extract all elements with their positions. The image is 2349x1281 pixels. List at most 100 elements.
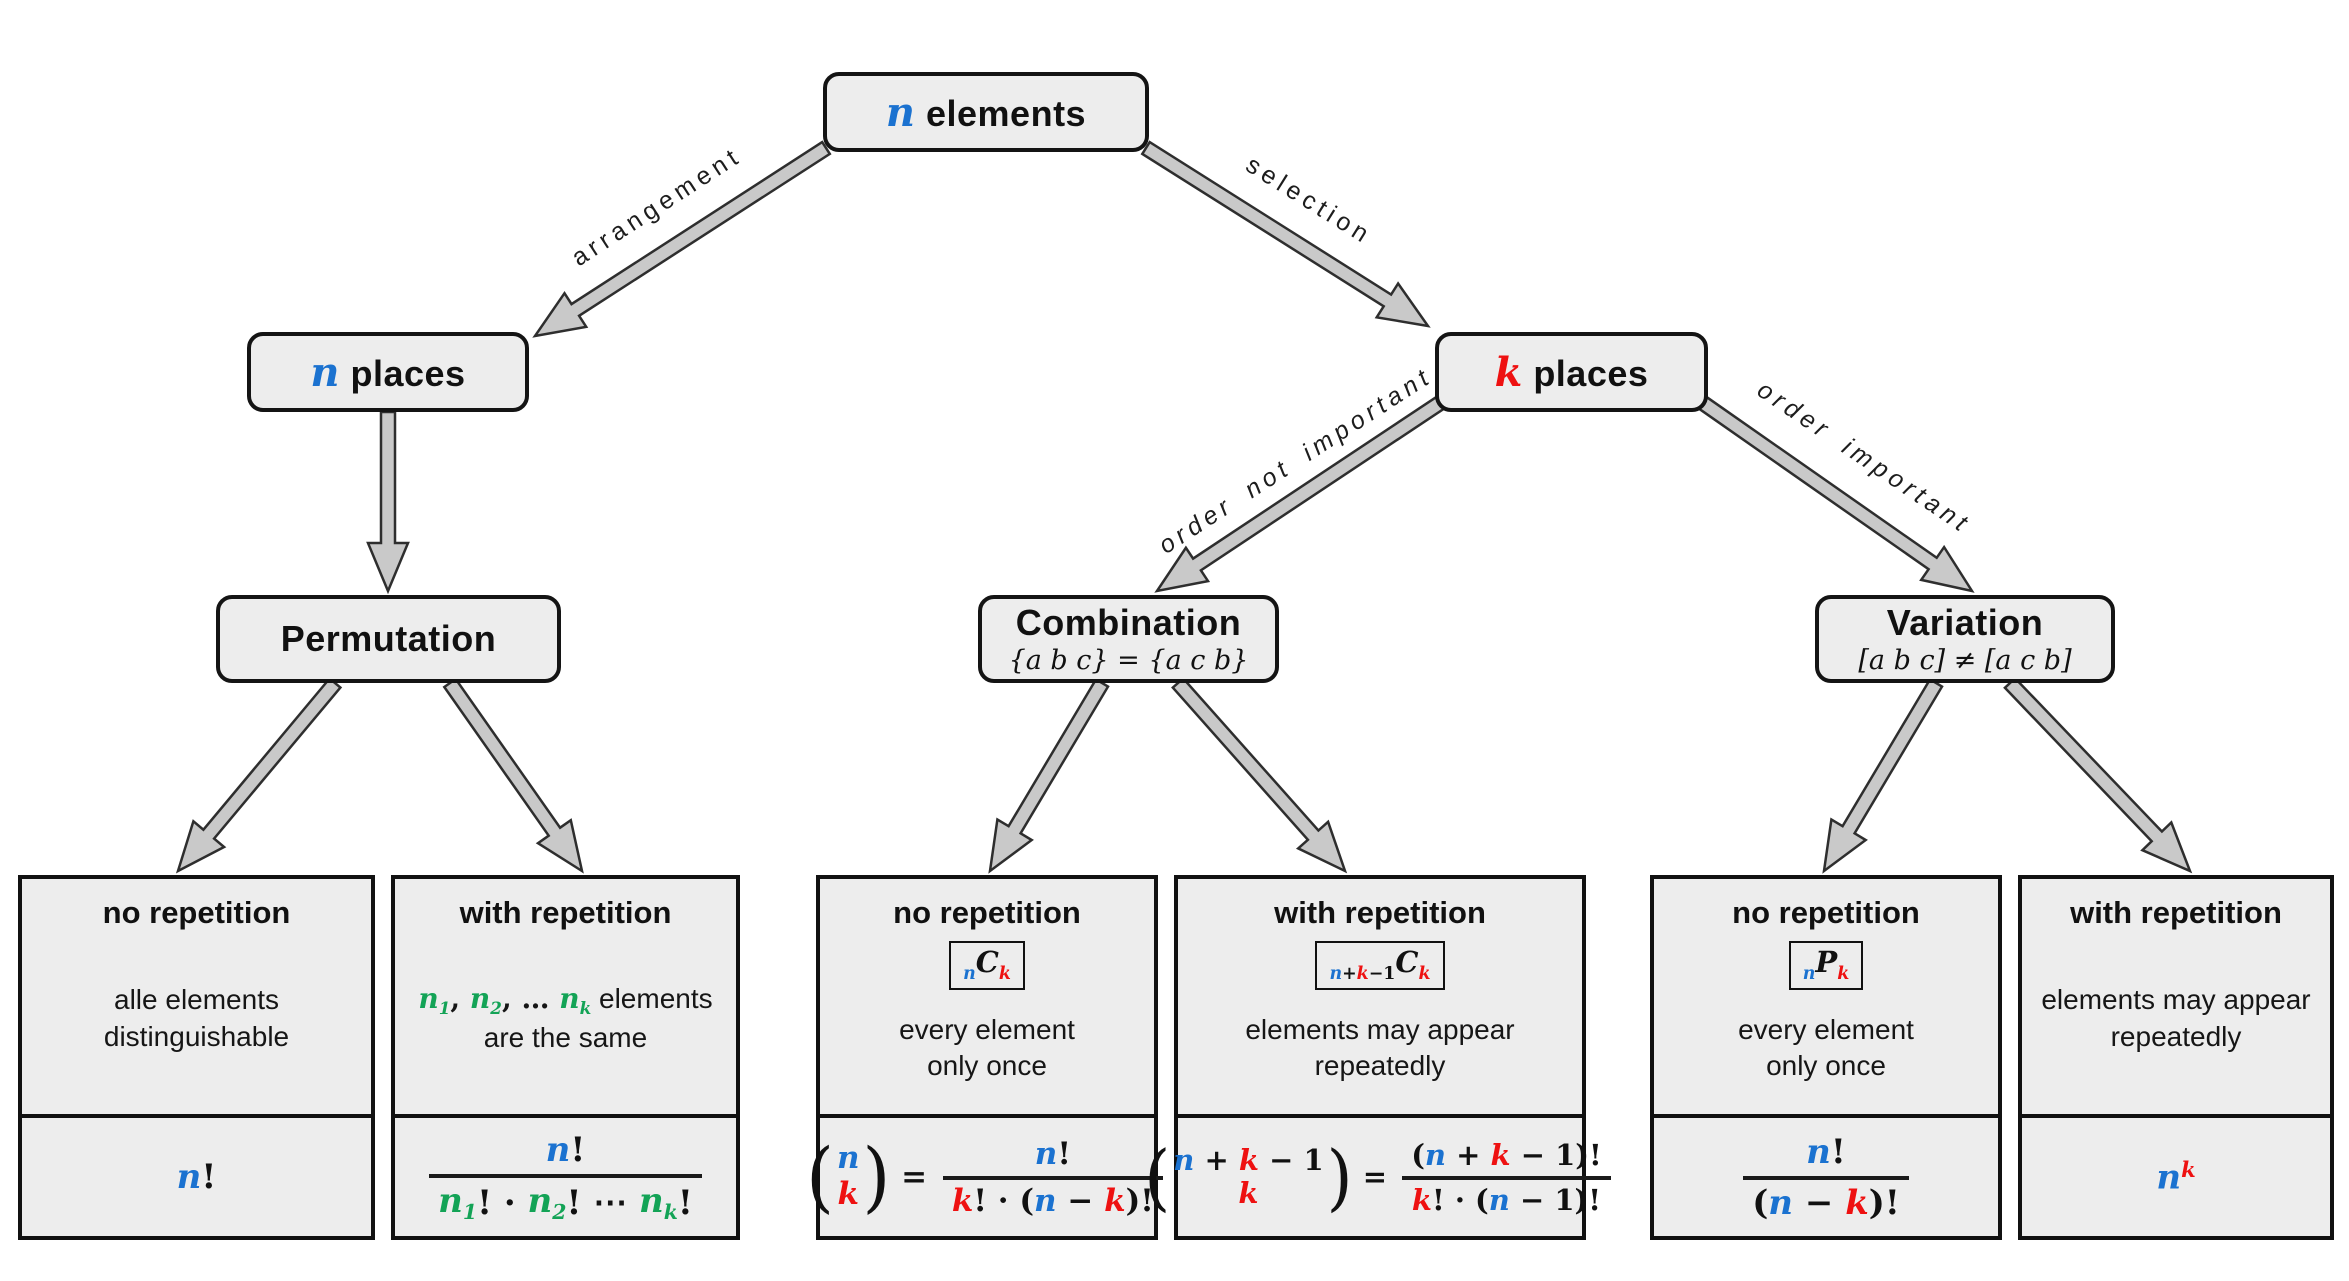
node-label: places <box>350 352 466 394</box>
description-line: repeatedly <box>1314 1049 1446 1081</box>
node-label: places <box>1533 352 1649 394</box>
math-token: , <box>450 981 470 1015</box>
math-var-k: k <box>1494 348 1523 396</box>
math-token: ( <box>1752 1182 1769 1223</box>
math-token: = <box>1352 1160 1398 1194</box>
node-label: elements <box>926 92 1087 134</box>
math-token: + <box>1194 1142 1239 1177</box>
math-token: − 1)! <box>1509 1182 1601 1217</box>
fraction-bar <box>429 1173 702 1178</box>
description-line: only once <box>927 1049 1047 1081</box>
arrow-combination-to-no-rep <box>988 677 1110 874</box>
math-token: C <box>975 945 999 979</box>
node-n-places: n places <box>247 332 529 412</box>
math-token: nk <box>2156 1156 2196 1198</box>
math-token: nk <box>559 981 592 1018</box>
fraction: n!k! · (n − k)! <box>942 1135 1163 1219</box>
leaf-title: with repetition <box>459 895 672 930</box>
math-token: )! <box>1868 1182 1900 1223</box>
math-token: ! <box>1830 1131 1846 1172</box>
node-combination: Combination {a b c} = {a c b} <box>978 595 1279 683</box>
leaf-formula: nk <box>2022 1118 2330 1236</box>
leaf-description: every element only once <box>1738 990 1914 1106</box>
math-token: n1 <box>418 981 451 1018</box>
math-token: ! <box>1057 1135 1071 1172</box>
math-token: + <box>1446 1137 1491 1172</box>
math-token: k <box>1356 963 1369 984</box>
math-token: n <box>1329 963 1343 984</box>
math-token: elements <box>591 982 713 1014</box>
math-token: )! <box>1125 1182 1154 1219</box>
arrow-variation-to-with-rep <box>2003 676 2193 874</box>
description-line: elements may appear <box>1245 1013 1515 1045</box>
description-line: every element <box>899 1013 1075 1045</box>
math-token: n <box>176 1157 202 1197</box>
node-label: Variation <box>1886 602 2044 643</box>
math-token: = <box>890 1159 938 1195</box>
math-token: n2 <box>469 981 502 1018</box>
arrow-root-to-n-places <box>532 140 832 338</box>
math-token: k <box>1411 1182 1433 1217</box>
node-k-places: k places <box>1435 332 1708 412</box>
math-token: k <box>1490 1137 1511 1172</box>
arrow-permutation-to-no-rep <box>175 676 343 874</box>
symbol-badge: n+k−1Ck <box>1315 941 1445 990</box>
description-line: elements may appear <box>2041 984 2311 1016</box>
node-permutation: Permutation <box>216 595 561 683</box>
math-token: − 1)! <box>1510 1137 1602 1172</box>
leaf-formula: n!n1! · n2! ⋯ nk! <box>395 1118 736 1236</box>
math-token: − <box>1793 1182 1846 1223</box>
description-line: every element <box>1738 1013 1914 1045</box>
description-line: only once <box>1766 1049 1886 1081</box>
math-token: n <box>545 1129 571 1170</box>
leaf-description: elements may appear repeatedly <box>1245 990 1514 1106</box>
math-token: n <box>1173 1142 1195 1177</box>
math-token: n <box>1424 1137 1447 1172</box>
node-variation: Variation [a b c] ≠ [a c b] <box>1815 595 2115 683</box>
math-token: + <box>1342 963 1357 984</box>
math-token: ! · ( <box>1432 1182 1489 1217</box>
arrow-k-places-to-variation <box>1697 395 1975 593</box>
node-subtitle: {a b c} = {a c b} <box>1008 645 1249 676</box>
math-token: ( <box>1411 1137 1425 1172</box>
description-line: distinguishable <box>103 1020 290 1052</box>
leaf-title: no repetition <box>1732 895 1920 930</box>
fraction-bar <box>942 1175 1163 1180</box>
math-token: − <box>1056 1182 1105 1219</box>
math-token: ! <box>201 1157 217 1197</box>
arrow-variation-to-no-rep <box>1822 677 1944 874</box>
fraction: n!n1! · n2! ⋯ nk! <box>429 1130 702 1224</box>
node-subtitle: [a b c] ≠ [a c b] <box>1858 645 2072 676</box>
arrow-permutation-to-with-rep <box>442 677 584 874</box>
math-token: k <box>1845 1182 1869 1223</box>
math-var-n: n <box>310 348 340 396</box>
arrow-k-places-to-combination <box>1154 395 1446 593</box>
leaf-formula: n!(n − k)! <box>1654 1118 1998 1236</box>
math-token: ! <box>677 1182 693 1223</box>
math-token: n1 <box>438 1180 478 1225</box>
math-token: nk <box>639 1180 678 1225</box>
math-token: n <box>1488 1182 1510 1217</box>
math-token: P <box>1815 945 1838 979</box>
leaf-title: with repetition <box>1274 895 1486 930</box>
math-token: C <box>1395 945 1419 979</box>
fraction: n!(n − k)! <box>1743 1132 1909 1223</box>
math-token: n <box>1802 963 1816 984</box>
arrow-combination-to-with-rep <box>1171 676 1348 874</box>
math-token: ! · ( <box>973 1182 1035 1219</box>
math-token: k <box>1238 1142 1259 1177</box>
math-token: , … <box>501 981 560 1015</box>
math-token: n2 <box>527 1180 567 1225</box>
